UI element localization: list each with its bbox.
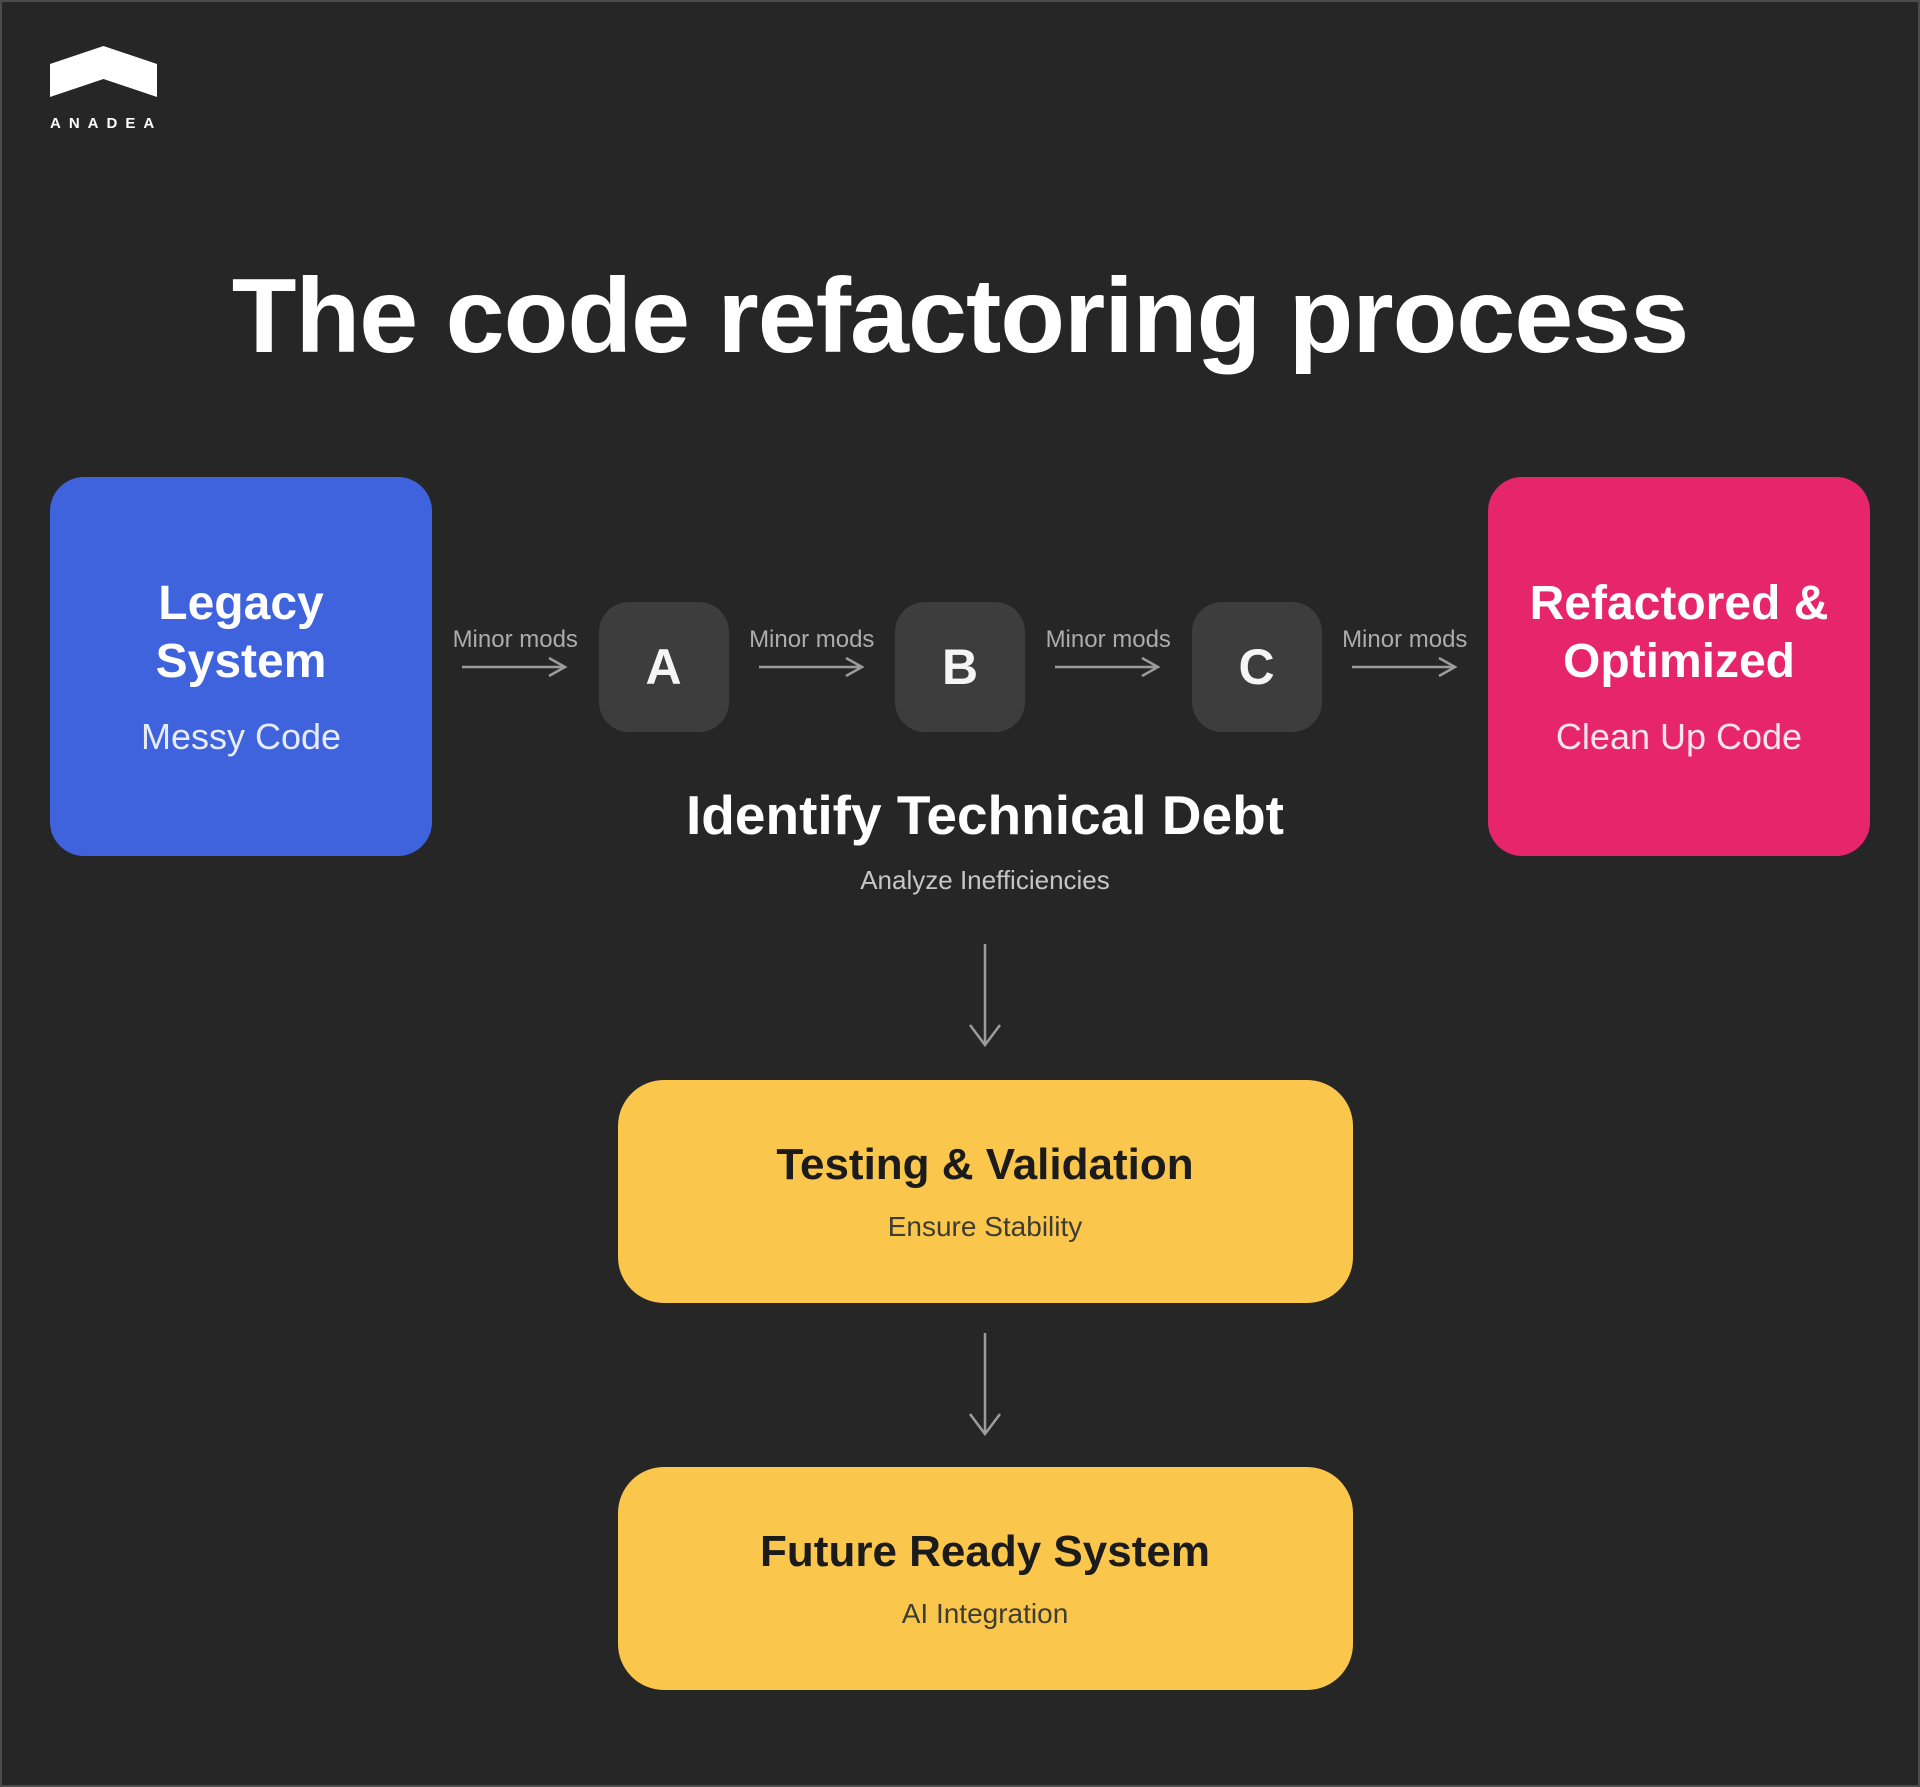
flow-connector-2: Minor mods bbox=[729, 602, 896, 732]
arrow-right-icon bbox=[462, 656, 568, 677]
future-ready-system-box: Future Ready System AI Integration bbox=[617, 1466, 1353, 1690]
future-ready-system-subtitle: AI Integration bbox=[901, 1597, 1069, 1629]
page-title: The code refactoring process bbox=[231, 257, 1689, 375]
refactored-optimized-title: Refactored & Optimized bbox=[1529, 576, 1829, 688]
flow-middle: Minor mods A Minor mods B Mi bbox=[432, 601, 1489, 732]
future-ready-system-title: Future Ready System bbox=[760, 1527, 1210, 1576]
minor-mods-label: Minor mods bbox=[1342, 625, 1468, 653]
minor-mods-label: Minor mods bbox=[452, 625, 578, 653]
anadea-chevron-icon bbox=[50, 46, 157, 97]
brand-name: ANADEA bbox=[50, 115, 163, 132]
step-label: C bbox=[1238, 638, 1275, 695]
step-label: B bbox=[941, 638, 979, 695]
anadea-logo: ANADEA bbox=[50, 46, 160, 132]
arrow-right-icon bbox=[1351, 656, 1458, 677]
refactoring-flow: Legacy System Messy Code Minor mods A Mi… bbox=[50, 477, 1870, 856]
step-box-a: A bbox=[598, 601, 729, 732]
arrow-right-icon bbox=[758, 656, 865, 677]
identify-technical-debt-title: Identify Technical Debt bbox=[686, 784, 1284, 846]
minor-mods-label: Minor mods bbox=[749, 625, 875, 653]
analyze-inefficiencies-subtitle: Analyze Inefficiencies bbox=[860, 865, 1110, 895]
legacy-system-box: Legacy System Messy Code bbox=[50, 477, 432, 856]
testing-validation-title: Testing & Validation bbox=[776, 1140, 1194, 1189]
arrow-right-icon bbox=[1055, 656, 1161, 677]
testing-validation-box: Testing & Validation Ensure Stability bbox=[617, 1079, 1353, 1303]
refactored-optimized-subtitle: Clean Up Code bbox=[1555, 716, 1803, 758]
refactored-optimized-box: Refactored & Optimized Clean Up Code bbox=[1488, 477, 1870, 856]
step-box-c: C bbox=[1191, 601, 1322, 732]
step-box-b: B bbox=[895, 601, 1025, 732]
flow-connector-3: Minor mods bbox=[1025, 602, 1192, 732]
flow-connector-1: Minor mods bbox=[432, 602, 599, 732]
step-label: A bbox=[645, 638, 682, 695]
minor-mods-label: Minor mods bbox=[1045, 625, 1171, 653]
flow-connector-4: Minor mods bbox=[1322, 602, 1489, 732]
testing-validation-subtitle: Ensure Stability bbox=[887, 1210, 1083, 1242]
vertical-flow: Identify Technical Debt Analyze Ineffici… bbox=[25, 782, 1920, 1690]
arrow-down-icon bbox=[969, 1332, 1001, 1436]
legacy-system-subtitle: Messy Code bbox=[140, 716, 342, 758]
legacy-system-title: Legacy System bbox=[155, 576, 327, 688]
arrow-down-icon bbox=[969, 943, 1001, 1047]
